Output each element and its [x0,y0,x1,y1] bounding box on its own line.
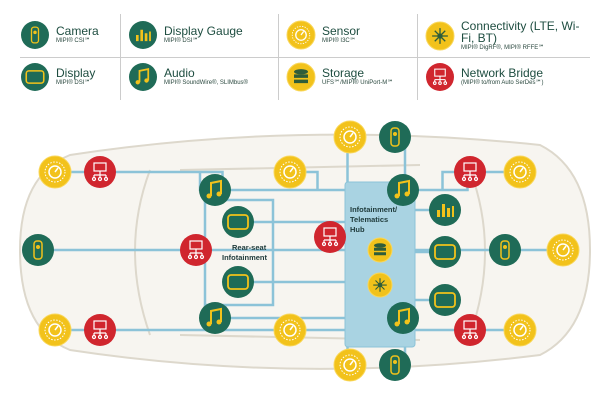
audio-icon [199,174,231,206]
gauge-icon [429,194,461,226]
legend-title: Audio [164,66,195,80]
sensor-icon [333,120,367,154]
legend-subtitle: (MIPI® to/from Auto SerDes℠) [461,80,544,86]
gauge-icon [129,21,157,49]
display-icon [21,63,49,91]
connectivity-icon [367,272,393,298]
sensor-icon [273,155,307,189]
storage-icon [286,62,316,92]
bridge-icon [426,63,454,91]
storage-icon [367,237,393,263]
camera-icon [379,121,411,153]
legend-title: Connectivity (LTE, Wi-Fi, BT) [461,19,580,45]
bridge-icon [84,314,116,346]
sensor-icon [503,155,537,189]
bridge-icon [314,221,346,253]
legend-title: Camera [56,24,99,38]
legend-subtitle: MIPI® DSI℠ [164,38,199,44]
camera-icon [21,21,49,49]
sensor-icon [38,155,72,189]
legend-title: Display [56,66,96,80]
display-icon [429,284,461,316]
legend-subtitle: MIPI® SoundWire®, SLIMbus® [164,80,248,86]
audio-icon [387,302,419,334]
sensor-icon [546,233,580,267]
audio-icon [199,302,231,334]
camera-icon [22,234,54,266]
display-icon [429,236,461,268]
display-icon [222,266,254,298]
legend-subtitle: MIPI® CSI℠ [56,38,91,44]
bridge-icon [84,156,116,188]
sensor-icon [273,313,307,347]
sensor-icon [333,348,367,382]
audio-icon [129,63,157,91]
display-icon [222,206,254,238]
audio-icon [387,174,419,206]
legend-title: Network Bridge [461,66,544,80]
camera-icon [489,234,521,266]
legend-subtitle: UFS℠/MIPI® UniPort-M℠ [322,80,394,86]
bridge-icon [454,314,486,346]
legend-item-bridge: Network Bridge(MIPI® to/from Auto SerDes… [425,62,544,92]
legend-subtitle: MIPI® I3C℠ [322,38,356,44]
legend-item-connectivity: Connectivity (LTE, Wi-Fi, BT)MIPI® DigRF… [425,20,590,52]
connectivity-icon [425,21,455,51]
legend-subtitle: MIPI® DSI℠ [56,80,91,86]
sensor-icon [286,20,316,50]
legend-title: Display Gauge [164,24,243,38]
legend-title: Sensor [322,24,361,38]
sensor-icon [503,313,537,347]
legend-title: Storage [322,66,365,80]
bridge-icon [180,234,212,266]
legend-subtitle: MIPI® DigRF®, MIPI® RFFE℠ [461,45,545,51]
camera-icon [379,349,411,381]
sensor-icon [38,313,72,347]
bridge-icon [454,156,486,188]
